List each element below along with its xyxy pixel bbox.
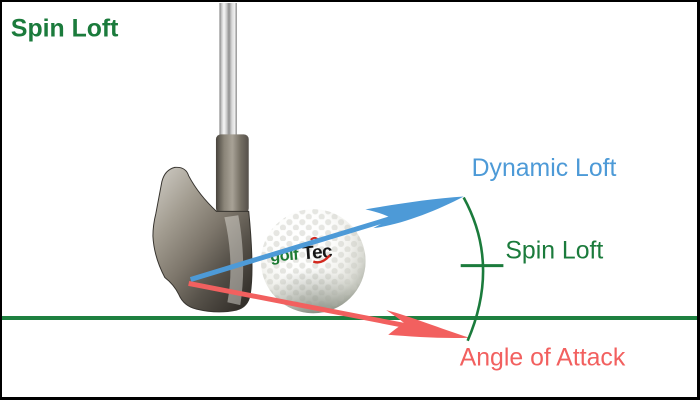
ball-logo-tec: Tec [302,240,333,263]
golf-club [152,2,253,313]
page-title: Spin Loft [11,16,119,43]
angle-of-attack-arrow-line [188,281,408,329]
dynamic-loft-label: Dynamic Loft [472,155,617,182]
dynamic-loft-arrow-line [189,213,399,282]
golf-ball: golf Tec [260,209,366,314]
club-shaft [219,2,237,138]
angle-of-attack-arrow [188,281,470,339]
dynamic-loft-arrowhead-icon [365,196,464,229]
club-hosel [215,134,249,214]
club-head-highlight [224,215,244,306]
dynamic-loft-arrow [189,196,464,282]
angle-of-attack-label: Angle of Attack [460,344,626,371]
angle-of-attack-arrowhead-icon [386,310,470,339]
spin-loft-label: Spin Loft [505,238,603,265]
ball-logo-swoosh-icon [312,254,331,264]
club-head [152,166,253,313]
